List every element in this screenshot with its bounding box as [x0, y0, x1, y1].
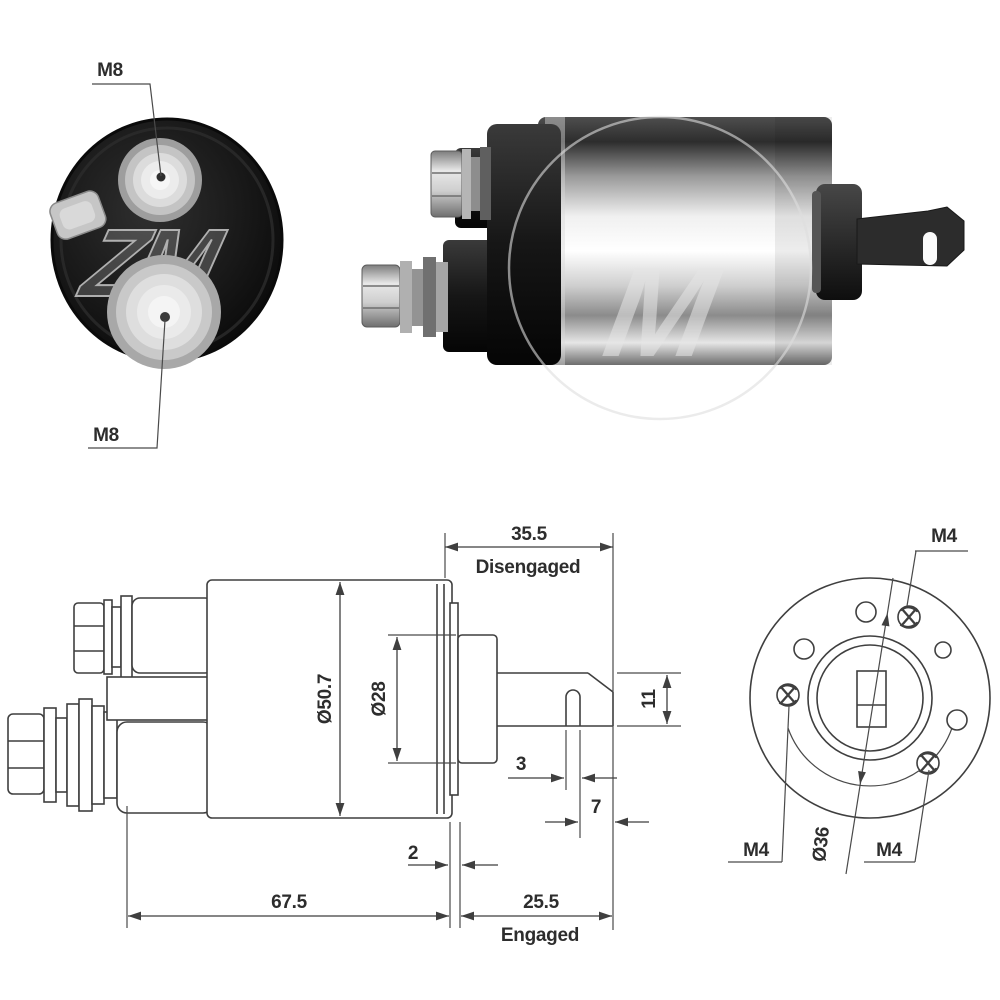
terminal-top-center — [156, 172, 166, 182]
washer — [400, 261, 412, 333]
drawn-mid-band — [106, 676, 211, 721]
m8-label-top: M8 — [97, 60, 123, 81]
threaded-hole-left — [776, 683, 800, 707]
dimension-plate-thickness: 2 — [408, 843, 498, 870]
terminal-bolt-lower — [361, 257, 448, 337]
clevis-pin-slot — [565, 689, 581, 726]
end-view-photo: ZM M8 M8 — [49, 60, 284, 449]
hex-head — [361, 264, 401, 328]
threaded-hole-bottom-right — [916, 751, 940, 775]
washer-outline — [66, 703, 80, 807]
drawn-center-slot — [856, 670, 887, 728]
hole — [946, 709, 968, 731]
hex-head — [430, 150, 463, 218]
m8-callout-bottom: M8 — [88, 319, 166, 449]
washer-outline — [55, 717, 68, 793]
dimension-slot-depth: 7 — [545, 797, 649, 827]
washer — [436, 262, 448, 332]
rear-hub — [812, 184, 862, 300]
dim-25-5-text: 25.5 — [523, 892, 560, 913]
drawn-bore-ring-inner — [816, 644, 924, 752]
solenoid-chrome-body — [538, 117, 832, 365]
arrowhead-up — [881, 613, 890, 627]
m4-callout-bottom-left: M4 — [728, 705, 790, 863]
washer-outline — [111, 606, 122, 668]
extension-lines — [126, 533, 681, 930]
washer — [423, 257, 436, 337]
small-terminal-tab — [49, 190, 107, 240]
disengaged-text: Disengaged — [476, 557, 581, 578]
drawn-upper-boss — [131, 597, 214, 674]
bolt-circle-arc — [787, 727, 953, 787]
m8-label-bottom: M8 — [93, 425, 119, 446]
dim-11-text: 11 — [639, 689, 660, 709]
m8-callout-top: M8 — [92, 60, 162, 177]
dimension-body-diameter: Ø50.7 — [315, 582, 345, 816]
dia-36-text: Ø36 — [809, 826, 834, 863]
washer-outline — [103, 711, 118, 799]
washer — [480, 147, 491, 220]
front-housing-cap — [487, 124, 561, 365]
side-view-drawing: 35.5 Disengaged Ø50.7 Ø28 11 3 7 — [7, 524, 681, 946]
arrowhead-down — [858, 771, 866, 785]
drawn-front-plate — [449, 602, 459, 796]
dimension-body-length: 67.5 — [128, 892, 449, 921]
m4-left-text: M4 — [743, 840, 770, 861]
washer — [412, 269, 423, 326]
side-view-photo: M — [361, 115, 965, 421]
dim-2-text: 2 — [408, 843, 418, 864]
engaged-text: Engaged — [501, 925, 579, 946]
battery-terminal-top — [118, 138, 202, 222]
dim-3-text: 3 — [516, 754, 526, 775]
end-view-drawing: Ø36 M4 M4 M4 — [728, 526, 991, 875]
battery-terminal-bottom — [107, 255, 221, 369]
dimension-flange-diameter: Ø28 — [369, 637, 402, 761]
washer-outline — [103, 599, 113, 675]
washer — [462, 149, 471, 219]
drawn-plunger-clevis — [497, 672, 614, 727]
m8-leader-top — [92, 83, 162, 177]
m4-right-text: M4 — [876, 840, 903, 861]
dim-67-5-text: 67.5 — [271, 892, 308, 913]
washer-outline — [43, 707, 57, 803]
drawn-upper-terminal — [73, 595, 133, 681]
washer-outline — [91, 705, 105, 805]
threaded-hole-top-right — [897, 605, 921, 629]
hole — [934, 641, 952, 659]
dim-28-text: Ø28 — [369, 681, 390, 716]
dim-50-7-text: Ø50.7 — [315, 674, 336, 724]
hex-head-outline — [7, 713, 45, 795]
drawn-lower-boss — [116, 721, 214, 814]
dimension-clevis-height: 11 — [639, 675, 672, 724]
hex-head-outline — [73, 602, 105, 674]
m4-callout-bottom-right: M4 — [864, 769, 930, 863]
dimension-travel-engaged: 25.5 Engaged — [461, 892, 612, 946]
drawn-lower-terminal — [7, 698, 118, 812]
hole — [793, 638, 815, 660]
dim-35-5-text: 35.5 — [511, 524, 548, 545]
m8-leader-bottom — [88, 319, 166, 449]
washer — [471, 157, 480, 211]
m4-callout-top: M4 — [906, 526, 968, 607]
dim-7-text: 7 — [591, 797, 601, 818]
bolt-circle-callout: Ø36 — [809, 577, 894, 875]
mounting-bracket — [856, 206, 965, 267]
dimension-slot-width: 3 — [508, 754, 617, 783]
washer-outline — [120, 595, 133, 681]
dimension-travel-disengaged: 35.5 Disengaged — [445, 524, 613, 578]
m4-top-text: M4 — [931, 526, 958, 547]
washer-outline — [78, 698, 93, 812]
terminal-bottom-center — [160, 312, 170, 322]
bracket-slot — [923, 232, 937, 265]
hole — [855, 601, 877, 623]
plain-holes — [793, 601, 968, 731]
terminal-bolt-upper — [430, 147, 491, 220]
drawn-front-boss — [457, 634, 498, 764]
